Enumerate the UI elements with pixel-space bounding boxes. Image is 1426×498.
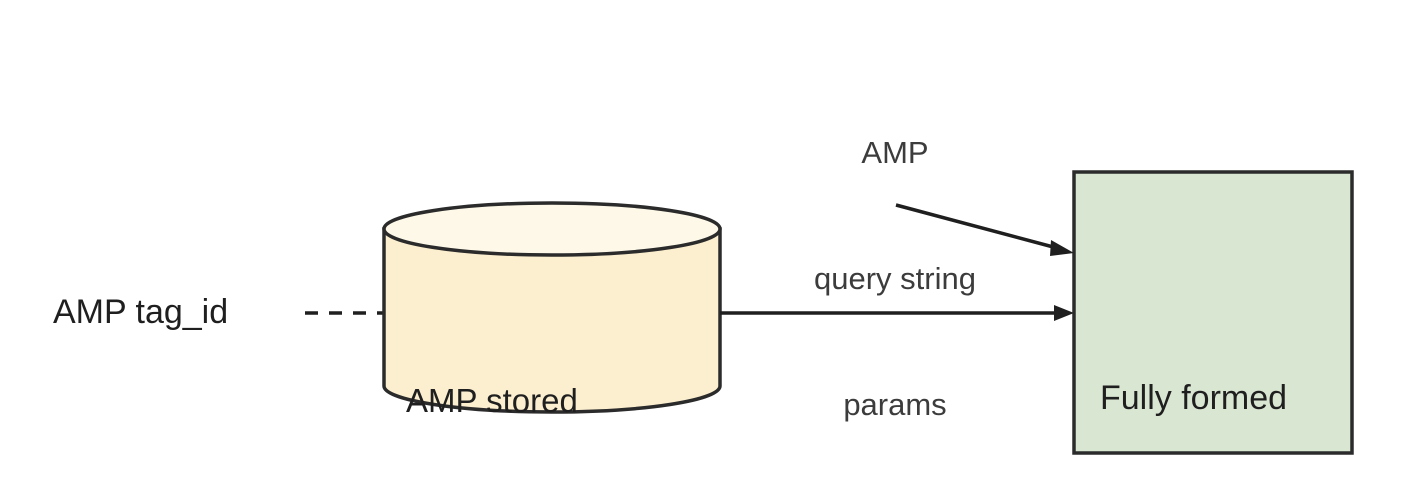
edge-query-params-to-ortb <box>895 203 1058 250</box>
query-params-line-2: query string <box>814 261 976 296</box>
stored-request-label-line-1: AMP stored <box>406 382 578 419</box>
query-params-line-1: AMP <box>861 135 929 170</box>
stored-request-label: AMP stored request template <box>406 281 652 498</box>
ortb-label: Fully formed ORTB <box>1100 273 1287 498</box>
query-params-line-3: params <box>843 387 947 422</box>
arrowhead-query-params-to-ortb <box>1050 240 1074 256</box>
cylinder-body <box>382 227 722 414</box>
ortb-box <box>1072 170 1354 455</box>
cylinder-top <box>382 201 722 257</box>
ortb-label-line-1: Fully formed <box>1100 379 1288 417</box>
query-params-annotation: AMP query string params <box>782 48 1008 498</box>
amp-tag-id-label: AMP tag_id <box>53 293 229 331</box>
arrowhead-stored-request-to-ortb <box>1054 305 1074 321</box>
